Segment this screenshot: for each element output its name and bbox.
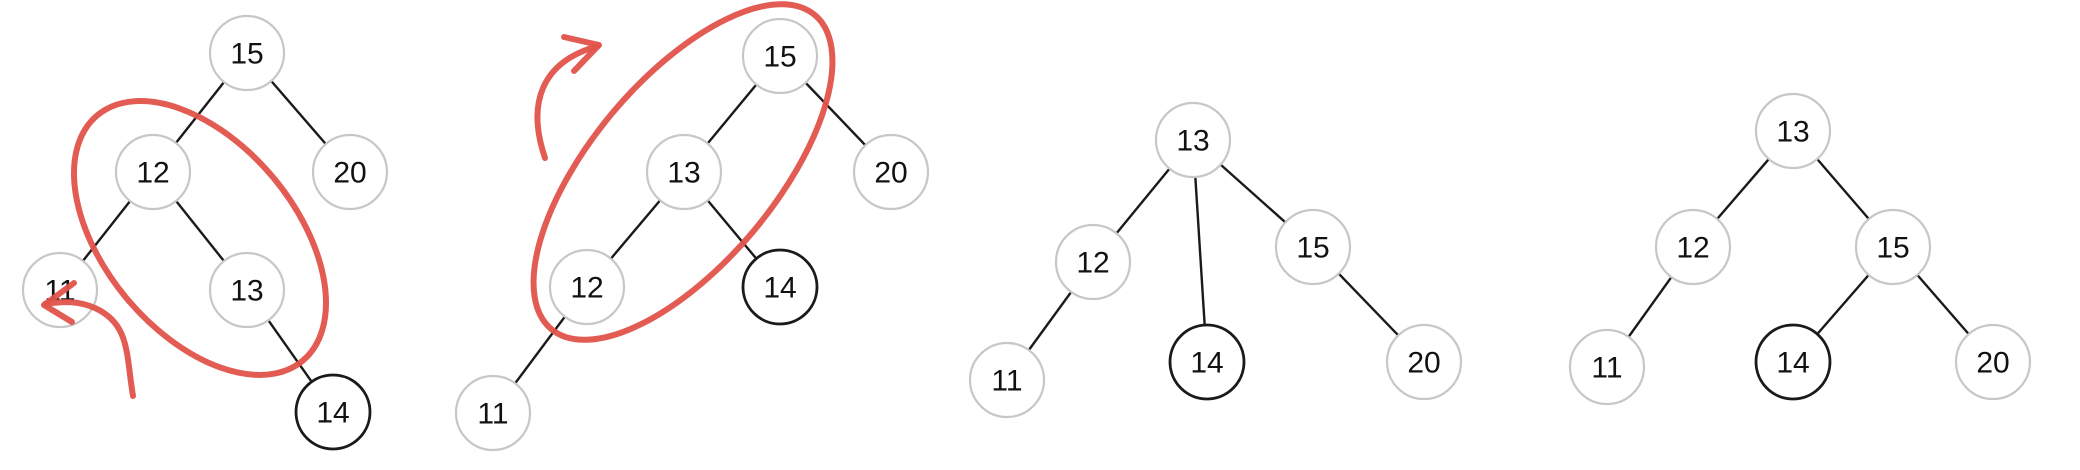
node-circle: [114, 133, 192, 211]
tree-step-2-node-12: 12: [548, 248, 626, 326]
tree-step-2-node-15: 15: [741, 17, 819, 95]
node-label: 12: [570, 272, 603, 305]
node-circle: [1854, 208, 1932, 286]
node-label: 13: [1776, 116, 1809, 149]
tree-step-3-node-15: 15: [1274, 208, 1352, 286]
node-label: 13: [1176, 125, 1209, 158]
node-circle: [852, 133, 930, 211]
node-circle-highlighted: [741, 248, 819, 326]
node-circle: [741, 17, 819, 95]
tree-step-3: 13 12 15 11 14 20: [968, 101, 1463, 419]
tree-step-4-node-13: 13: [1754, 92, 1832, 170]
tree-step-2-node-13: 13: [645, 133, 723, 211]
node-circle: [208, 14, 286, 92]
tree-step-3-node-14: 14: [1168, 323, 1246, 401]
node-label: 15: [1296, 232, 1329, 265]
tree-step-4-node-14: 14: [1754, 323, 1832, 401]
node-label: 20: [1407, 347, 1440, 380]
tree-step-4-node-20: 20: [1954, 323, 2032, 401]
node-label: 20: [333, 157, 366, 190]
tree-step-2-node-11: 11: [454, 374, 532, 452]
node-label: 15: [1876, 232, 1909, 265]
tree-step-4-node-11: 11: [1568, 328, 1646, 406]
tree-step-1-node-20: 20: [311, 133, 389, 211]
node-circle: [548, 248, 626, 326]
node-circle: [1954, 323, 2032, 401]
tree-step-1-node-14: 14: [294, 373, 372, 451]
rotation-target-circle: [530, 1, 836, 343]
node-label: 12: [1076, 247, 1109, 280]
tree-step-3-node-20: 20: [1385, 323, 1463, 401]
tree-step-2-node-14: 14: [741, 248, 819, 326]
node-label: 11: [477, 398, 508, 431]
node-label: 13: [667, 157, 700, 190]
node-circle: [1568, 328, 1646, 406]
tree-step-3-node-13: 13: [1154, 101, 1232, 179]
node-circle-highlighted: [294, 373, 372, 451]
tree-step-3-node-12: 12: [1054, 223, 1132, 301]
node-circle: [1385, 323, 1463, 401]
rotation-arrow-shaft: [534, 43, 601, 161]
node-label: 14: [1190, 347, 1223, 380]
node-label: 14: [763, 272, 796, 305]
node-circle: [1754, 92, 1832, 170]
node-circle-highlighted: [1168, 323, 1246, 401]
rotation-arrow-head: [41, 280, 77, 325]
node-label: 12: [136, 157, 169, 190]
node-circle: [1054, 223, 1132, 301]
node-label: 15: [763, 41, 796, 74]
node-circle: [645, 133, 723, 211]
node-circle: [1274, 208, 1352, 286]
tree-step-4-node-15: 15: [1854, 208, 1932, 286]
tree-step-1-node-15: 15: [208, 14, 286, 92]
node-circle: [311, 133, 389, 211]
node-label: 13: [230, 275, 263, 308]
node-circle: [454, 374, 532, 452]
tree-step-4: 13 12 15 11 14 20: [1568, 92, 2032, 406]
tree-step-1-node-13: 13: [208, 251, 286, 329]
tree-step-2-node-20: 20: [852, 133, 930, 211]
rotation-arrow-head: [561, 34, 602, 74]
node-label: 14: [1776, 347, 1809, 380]
node-label: 12: [1676, 232, 1709, 265]
node-label: 11: [991, 365, 1022, 398]
tree-step-2: 15 13 20 12 14 11: [454, 1, 930, 452]
node-circle: [208, 251, 286, 329]
node-circle-highlighted: [1754, 323, 1832, 401]
node-circle: [968, 341, 1046, 419]
node-label: 20: [874, 157, 907, 190]
node-label: 20: [1976, 347, 2009, 380]
node-circle: [1654, 208, 1732, 286]
tree-step-3-node-11: 11: [968, 341, 1046, 419]
tree-step-4-node-12: 12: [1654, 208, 1732, 286]
node-label: 15: [230, 38, 263, 71]
tree-step-1-node-12: 12: [114, 133, 192, 211]
node-label: 14: [316, 397, 349, 430]
node-circle: [1154, 101, 1232, 179]
rotation-arrow-shaft: [42, 299, 136, 399]
rotation-target-circle: [71, 98, 329, 378]
node-label: 11: [1591, 352, 1622, 385]
